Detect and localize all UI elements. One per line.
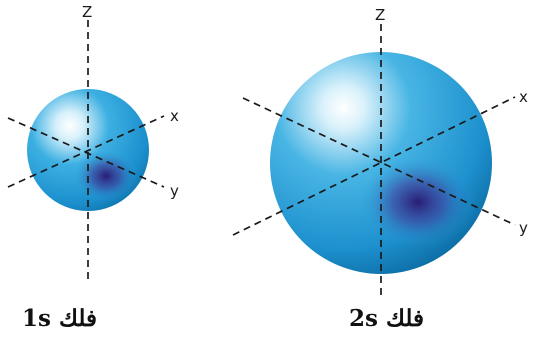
caption-1s: فلك 1s <box>22 305 97 332</box>
y-label-2s: y <box>519 219 528 237</box>
x-axis-1s <box>7 115 165 188</box>
orbital-1s: Z x y <box>7 3 179 282</box>
caption-2s: فلك 2s <box>349 305 424 332</box>
dark-lobe-1s <box>74 150 138 202</box>
z-label-2s: Z <box>375 6 385 24</box>
orbital-2s: Z x y <box>232 6 528 296</box>
y-label-1s: y <box>170 182 179 200</box>
x-label-1s: x <box>170 107 179 125</box>
z-label-1s: Z <box>82 3 92 21</box>
y-axis-2s <box>242 97 516 226</box>
x-label-2s: x <box>519 88 528 106</box>
dark-lobe-2s <box>360 156 476 248</box>
x-axis-2s <box>232 96 516 236</box>
y-axis-1s <box>7 117 165 188</box>
